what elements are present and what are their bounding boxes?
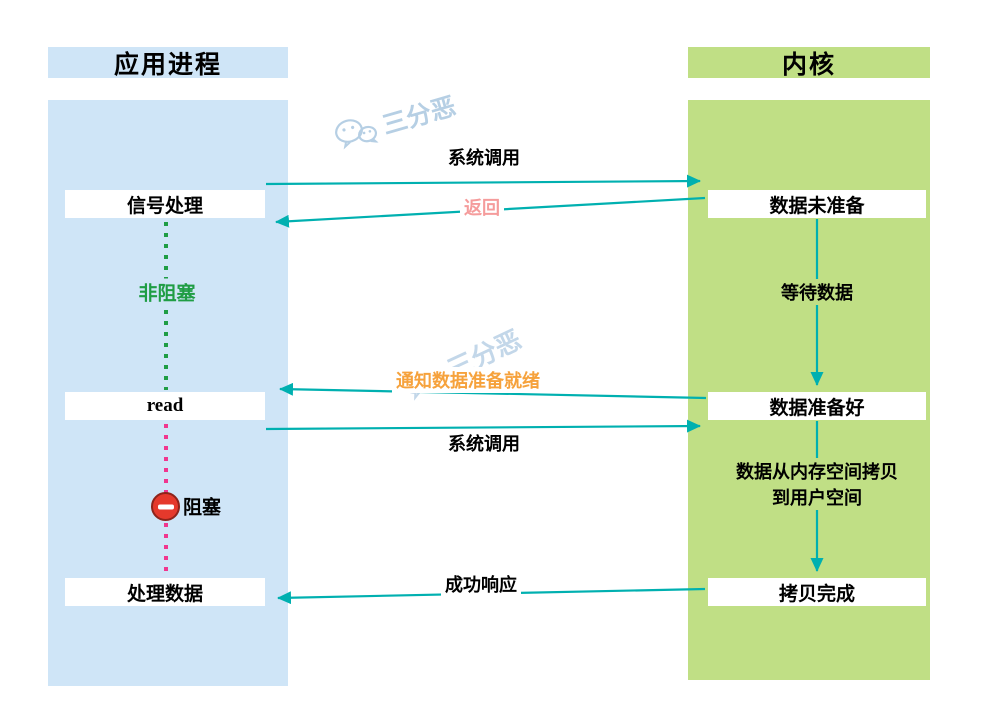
blocking-stop-icon [151, 492, 180, 521]
kernel-header: 内核 [688, 47, 930, 79]
copy-data-label-line2: 到用户空间 [769, 484, 865, 510]
data-ready-box: 数据准备好 [708, 392, 926, 420]
copy-done-label: 拷贝完成 [778, 583, 855, 605]
data-ready-label: 数据准备好 [769, 397, 865, 419]
copy-data-label-line1: 数据从内存空间拷贝 [733, 458, 901, 484]
return-label: 返回 [460, 194, 504, 220]
notify-label: 通知数据准备就绪 [392, 367, 544, 393]
process-data-box: 处理数据 [65, 578, 265, 606]
watermark-middle: 三分恶 [396, 320, 527, 407]
syscall-bottom-label: 系统调用 [444, 430, 524, 456]
wait-data-label: 等待数据 [778, 279, 856, 305]
data-not-ready-box: 数据未准备 [708, 190, 926, 218]
watermark-top: 三分恶 [330, 87, 459, 156]
signal-handler-label: 信号处理 [126, 195, 203, 217]
syscall-top-label: 系统调用 [444, 144, 524, 170]
process-data-label: 处理数据 [126, 583, 203, 605]
wechat-icon [335, 119, 380, 150]
syscall-bottom-arrow [265, 419, 701, 433]
app-process-header: 应用进程 [48, 47, 288, 79]
kernel-title: 内核 [781, 51, 836, 79]
copy-done-box: 拷贝完成 [708, 578, 926, 606]
syscall-top-arrow [265, 174, 701, 188]
read-box: read [65, 392, 265, 420]
data-not-ready-label: 数据未准备 [769, 195, 865, 217]
app-process-title: 应用进程 [113, 51, 222, 79]
read-label: read [146, 395, 184, 416]
success-label: 成功响应 [441, 571, 521, 597]
signal-handler-box: 信号处理 [65, 190, 265, 218]
blocking-label: 阻塞 [183, 497, 222, 519]
watermark-text: 三分恶 [379, 93, 460, 140]
nonblocking-label: 非阻塞 [135, 278, 199, 306]
